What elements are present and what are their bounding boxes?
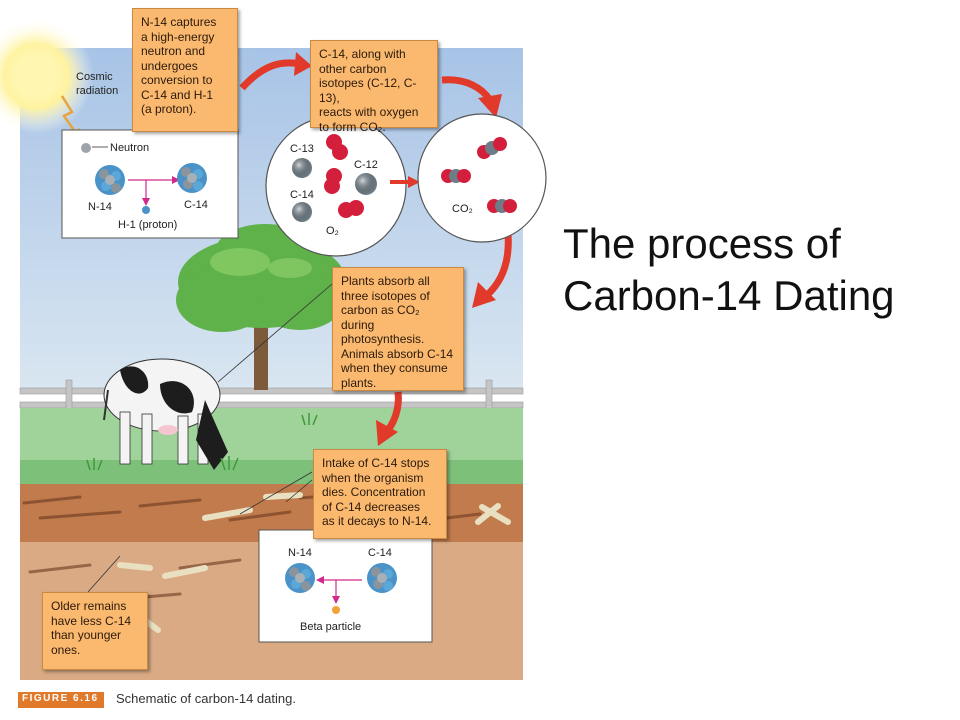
c14-label: C-14 <box>184 199 208 211</box>
step2-co2-box: C-14, along with other carbon isotopes (… <box>310 40 438 134</box>
sun <box>14 54 58 98</box>
leader-death-2 <box>285 479 313 503</box>
leader-older <box>87 555 121 593</box>
step4-death-box: Intake of C-14 stops when the organism d… <box>313 449 447 539</box>
c13-label: C-13 <box>290 143 314 155</box>
tree-trunk <box>254 318 268 390</box>
figure-label-bar <box>18 692 104 708</box>
o2-molecule-top <box>326 134 348 160</box>
n14-label: N-14 <box>88 201 112 213</box>
grass-dark <box>20 460 523 484</box>
nucleus-c14 <box>177 163 207 193</box>
co2-circle <box>417 113 547 243</box>
radiation-label: radiation <box>76 85 118 97</box>
grass-tufts <box>86 413 318 471</box>
c14b-label: C-14 <box>290 189 314 201</box>
leader-death <box>239 471 313 515</box>
leader-plants <box>217 283 333 383</box>
bones <box>117 492 511 633</box>
arrow-to-plants <box>483 233 512 299</box>
co2-molecule-3 <box>487 199 517 213</box>
beta-label: Beta particle <box>300 621 361 633</box>
tree-highlight <box>210 248 312 278</box>
o2-molecule-mid <box>324 168 342 194</box>
c14c-label: C-14 <box>368 547 392 559</box>
nucleus-n14 <box>95 165 125 195</box>
neutron-capture-panel <box>61 129 239 239</box>
beta-particle <box>332 606 340 614</box>
cosmic-label: Cosmic <box>76 71 113 83</box>
nucleus-c14-decay <box>367 563 397 593</box>
n14b-label: N-14 <box>288 547 312 559</box>
step3-plants-box: Plants absorb all three isotopes of carb… <box>332 267 464 391</box>
nucleus-n14-decay <box>285 563 315 593</box>
proton-particle <box>142 206 150 214</box>
co2-molecule-1 <box>477 137 507 159</box>
co2-label: CO₂ <box>452 203 473 215</box>
o2-molecule-bottom <box>338 200 364 218</box>
co2-molecule-2 <box>441 169 471 183</box>
neutron-particle <box>81 143 91 153</box>
c12-label: C-12 <box>354 159 378 171</box>
neutron-label: Neutron <box>110 142 149 154</box>
step5-older-box: Older remains have less C-14 than younge… <box>42 592 148 670</box>
slide-title: The process of Carbon-14 Dating <box>563 220 895 319</box>
h1-label: H-1 (proton) <box>118 219 177 231</box>
cow <box>103 358 228 470</box>
step1-capture-box: N-14 captures a high-energy neutron and … <box>132 8 238 132</box>
figure-caption: Schematic of carbon-14 dating. <box>116 691 296 706</box>
figure-label: FIGURE 6.16 <box>22 693 99 704</box>
arrow-step1-step2 <box>239 59 301 91</box>
cosmic-ray-bolt <box>60 95 80 137</box>
o2-label: O₂ <box>326 225 339 237</box>
